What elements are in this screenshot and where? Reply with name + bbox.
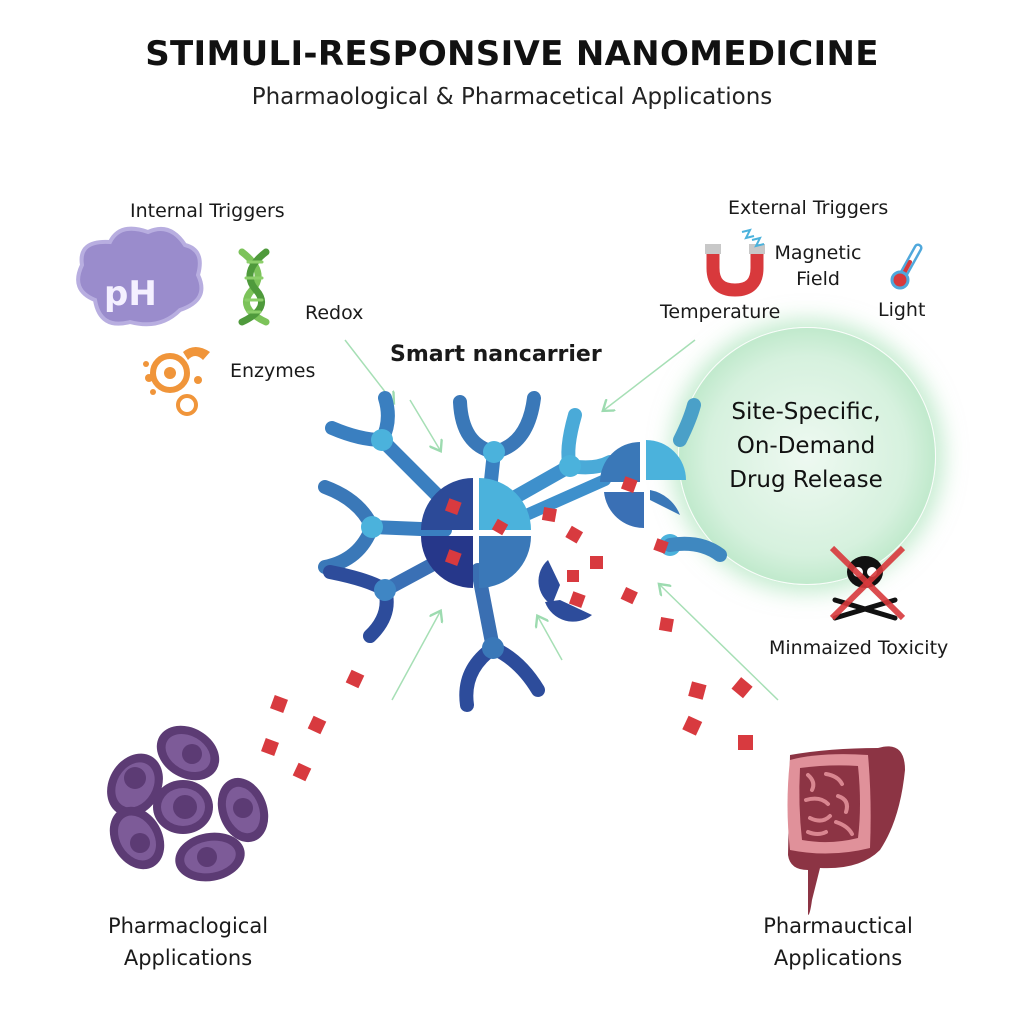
- temperature-label: Temperature: [660, 301, 781, 323]
- pharmaceutical-applications-label: Pharmauctical Applications: [738, 910, 938, 974]
- dna-icon: [238, 248, 270, 326]
- internal-triggers-heading: Internal Triggers: [130, 200, 285, 222]
- arrow-bottom-left: [391, 612, 440, 701]
- pharmacological-applications-label: Pharmaclogical Applications: [88, 910, 288, 974]
- diagram-title: STIMULI-RESPONSIVE NANOMEDICINE: [145, 34, 879, 74]
- magnetic-field-line2: Field: [796, 268, 840, 290]
- drug-release-line1: Site-Specific,: [731, 399, 881, 425]
- minimized-toxicity-label: Minmaized Toxicity: [769, 637, 949, 659]
- release-zone-circle: [678, 327, 936, 585]
- magnet-icon: [705, 228, 765, 297]
- arrow-bottom-right: [660, 585, 779, 701]
- drug-release-line2: On-Demand: [736, 433, 876, 459]
- drug-release-text: Site-Specific, On-Demand Drug Release: [678, 395, 934, 497]
- nanocarrier-core: [421, 478, 531, 588]
- cell: [217, 777, 269, 843]
- arrow-enzymes: [409, 399, 440, 450]
- enzyme-icon: [143, 347, 210, 416]
- svg-text:pH: pH: [104, 274, 157, 314]
- enzymes-label: Enzymes: [230, 360, 316, 382]
- pharmacological-line1: Pharmaclogical: [107, 914, 269, 938]
- drug-molecules: [261, 476, 753, 782]
- drug-release-line3: Drug Release: [729, 467, 883, 493]
- external-triggers-heading: External Triggers: [728, 197, 889, 219]
- arrow-bottom-mid: [538, 617, 563, 661]
- magnetic-field-label: Magnetic Field: [768, 240, 868, 292]
- cell: [109, 806, 165, 870]
- releasing-nanoparticle: [600, 398, 727, 562]
- light-label: Light: [878, 299, 926, 321]
- stimulus-arrows: [344, 339, 779, 701]
- pharmaceutical-line1: Pharmauctical: [763, 914, 913, 938]
- intestine-icon: [787, 746, 905, 915]
- magnetic-field-line1: Magnetic: [774, 242, 862, 264]
- cell: [175, 832, 245, 882]
- cell: [156, 725, 220, 781]
- cell: [153, 780, 213, 834]
- skull-crossed-icon: [829, 545, 906, 621]
- shell-fragment: [538, 560, 592, 622]
- cell: [107, 753, 163, 817]
- arrow-temperature: [604, 339, 696, 410]
- cell-cluster-icon: [107, 725, 269, 882]
- thermometer-icon: [890, 243, 923, 290]
- smart-nanocarrier-label: Smart nancarrier: [390, 342, 602, 367]
- ph-cloud-icon: pH: [76, 226, 204, 327]
- diagram-subtitle: Pharmaological & Pharmacetical Applicati…: [251, 84, 773, 110]
- redox-label: Redox: [305, 302, 364, 324]
- pharmaceutical-line2: Applications: [773, 946, 903, 970]
- pharmacological-line2: Applications: [123, 946, 253, 970]
